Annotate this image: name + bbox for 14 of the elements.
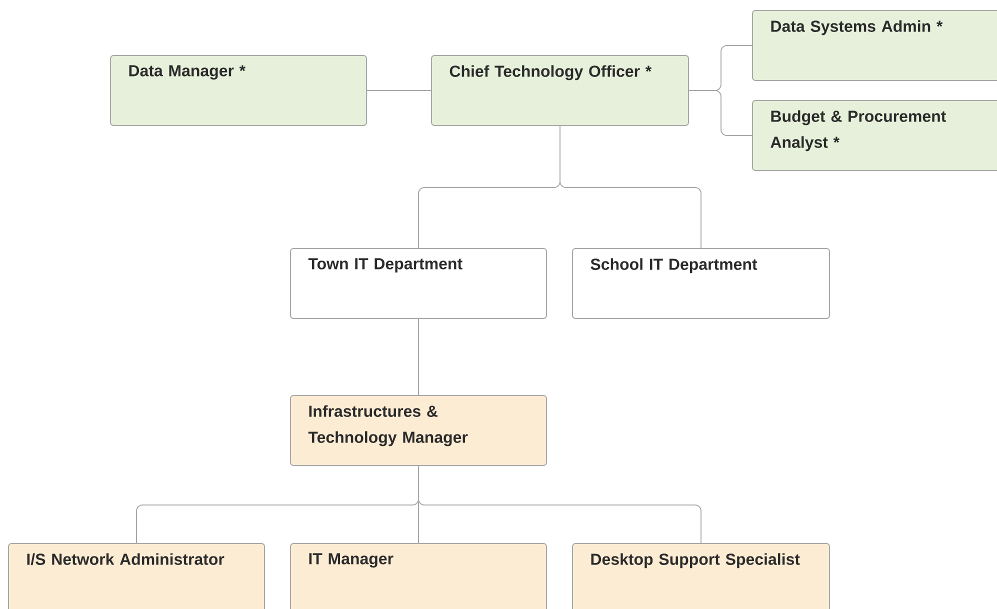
role-box: Data Systems Admin * [752, 10, 997, 81]
connector-line [418, 318, 419, 396]
connector-line [688, 90, 752, 136]
role-box: I/S Network Administrator [8, 543, 265, 609]
role-box: Infrastructures & Technology Manager [290, 395, 547, 466]
role-box: Town IT Department [290, 248, 547, 319]
connector-line [366, 90, 432, 91]
role-box: Budget & Procurement Analyst * [752, 100, 997, 171]
role-box: School IT Department [572, 248, 830, 319]
role-box: IT Manager [290, 543, 547, 609]
role-box: Desktop Support Specialist [572, 543, 830, 609]
connector-line [560, 126, 702, 248]
role-box: Chief Technology Officer * [431, 55, 689, 126]
role-box: Data Manager * [110, 55, 367, 126]
